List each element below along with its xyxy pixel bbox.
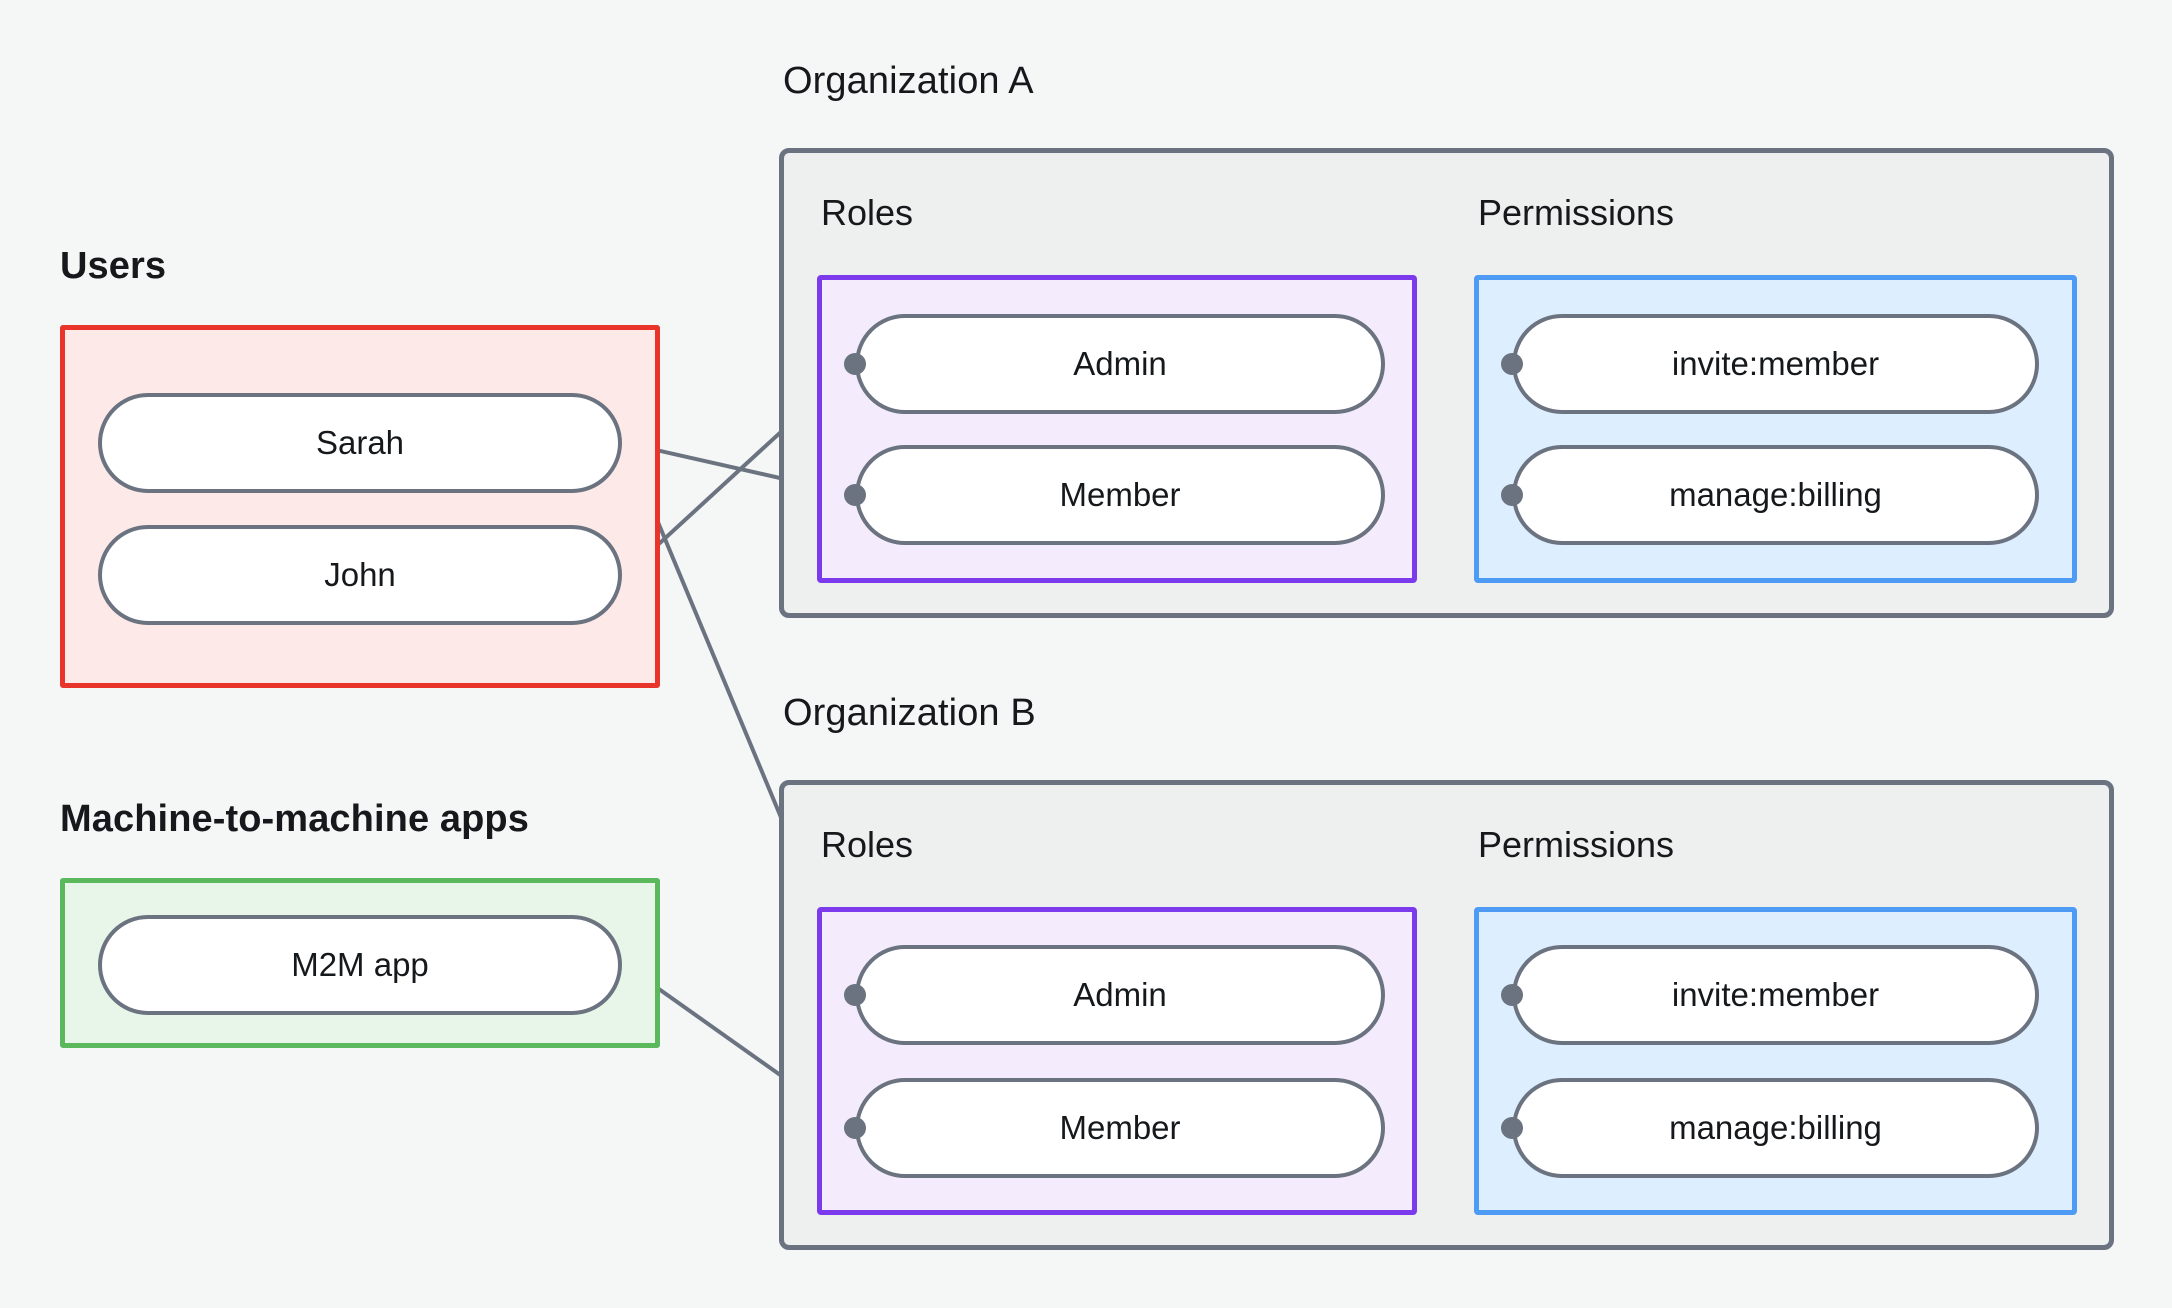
org-a-permissions-label: Permissions — [1478, 192, 1675, 233]
org-a-permission-pill-manage-billing[interactable]: manage:billing — [1512, 445, 2039, 545]
org-b-permission-pill-invite-member[interactable]: invite:member — [1512, 945, 2039, 1045]
org-b-permission-pill-invite-member-label: invite:member — [1671, 976, 1880, 1013]
users-group-box — [60, 325, 660, 688]
org-b-role-pill-admin[interactable]: Admin — [855, 945, 1385, 1045]
org-a-permission-pill-invite-member[interactable]: invite:member — [1512, 314, 2039, 414]
org-a-roles-label: Roles — [821, 192, 914, 233]
m2m-pill-app-label: M2M app — [291, 946, 429, 983]
org-a-label: Organization A — [783, 60, 1034, 102]
user-pill-john-label: John — [324, 556, 396, 593]
m2m-pill-app[interactable]: M2M app — [98, 915, 622, 1015]
m2m-group-label: Machine-to-machine apps — [60, 798, 529, 840]
org-b-role-pill-admin-label: Admin — [1073, 976, 1167, 1013]
org-a-role-pill-member-label: Member — [1059, 476, 1181, 513]
org-a-permission-pill-manage-billing-label: manage:billing — [1669, 476, 1882, 513]
org-b-permission-pill-manage-billing-label: manage:billing — [1669, 1109, 1882, 1146]
user-pill-john[interactable]: John — [98, 525, 622, 625]
org-b-roles-label: Roles — [821, 824, 914, 865]
user-pill-sarah-label: Sarah — [315, 424, 405, 461]
org-b-permissions-label: Permissions — [1478, 824, 1675, 865]
org-b-permission-pill-manage-billing[interactable]: manage:billing — [1512, 1078, 2039, 1178]
org-b-role-pill-member[interactable]: Member — [855, 1078, 1385, 1178]
org-a-role-pill-admin[interactable]: Admin — [855, 314, 1385, 414]
org-b-label: Organization B — [783, 692, 1036, 734]
user-pill-sarah[interactable]: Sarah — [98, 393, 622, 493]
org-a-role-pill-admin-label: Admin — [1073, 345, 1167, 382]
users-group-label: Users — [60, 245, 167, 287]
org-a-role-pill-member[interactable]: Member — [855, 445, 1385, 545]
org-a-permission-pill-invite-member-label: invite:member — [1671, 345, 1880, 382]
org-b-role-pill-member-label: Member — [1059, 1109, 1181, 1146]
